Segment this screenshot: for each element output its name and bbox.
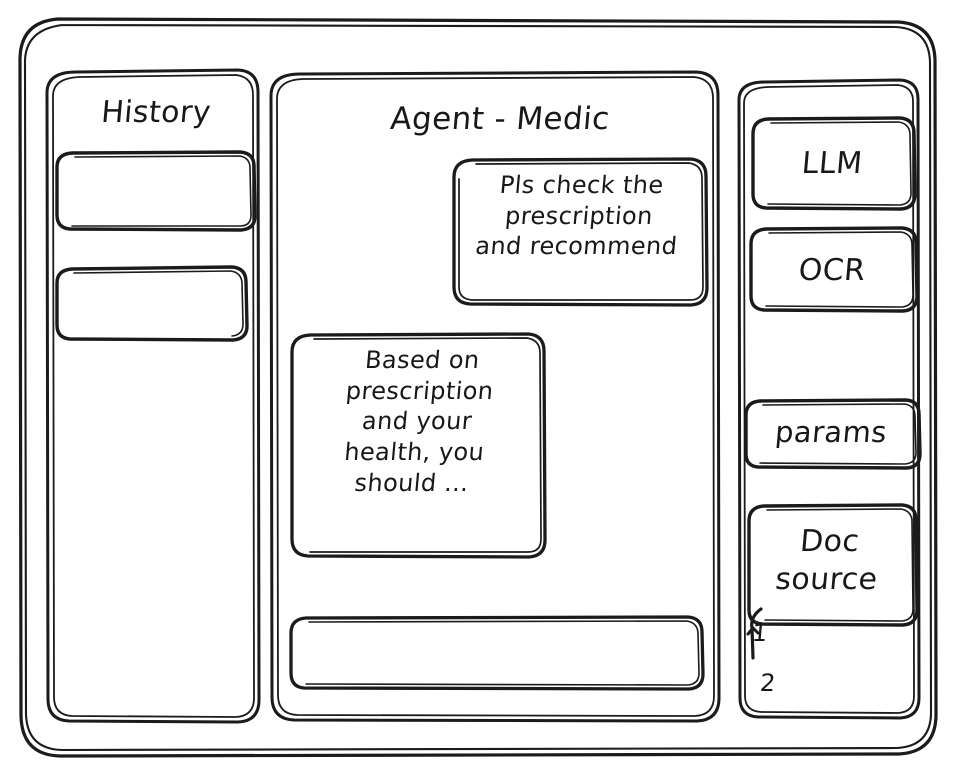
doc-source-item[interactable]: 1 (750, 619, 769, 647)
tool-chip-llm-label: LLM (800, 146, 864, 181)
history-item[interactable] (58, 267, 246, 340)
doc-source-item[interactable]: 2 (758, 669, 777, 697)
history-panel-title: History (99, 95, 213, 130)
tool-chip-params-label: params (773, 415, 889, 449)
tool-chip-doc-source-label: Doc source (773, 524, 879, 598)
message-bubble-agent-text: Based on prescription and your health, y… (343, 346, 495, 497)
agent-panel-title: Agent - Medic (388, 101, 612, 137)
history-item[interactable] (58, 152, 254, 230)
message-composer-input[interactable] (292, 617, 702, 688)
message-bubble-user-text: Pls check the prescription and recommend (474, 171, 679, 261)
tool-chip-ocr-label: OCR (797, 253, 867, 288)
